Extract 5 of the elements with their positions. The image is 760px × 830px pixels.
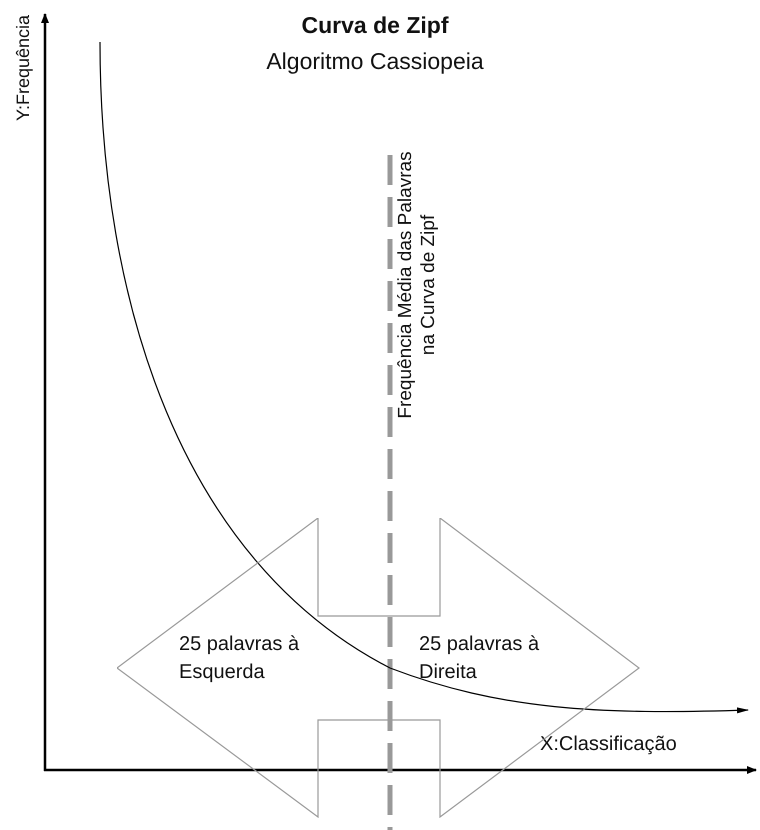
arrow-label: 25 palavras à Esquerda [179,632,300,685]
axis-title: X:Classificação [540,733,677,756]
annotation: Frequência Média das Palavras na Curva de Zipf [395,150,440,421]
arrow-label: 25 palavras à Direita [419,632,540,685]
axis-title: Y:Frequência [12,14,34,121]
